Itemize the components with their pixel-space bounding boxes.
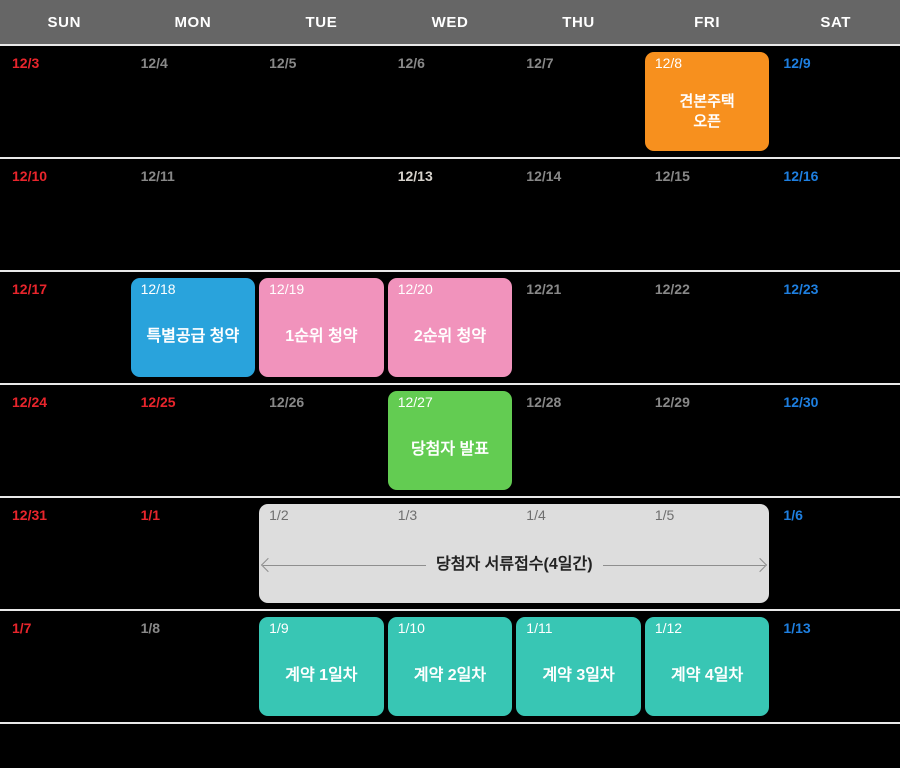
weekday-header-row: SUN MON TUE WED THU FRI SAT <box>0 0 900 44</box>
calendar-event[interactable]: 계약 4일차 <box>644 617 770 716</box>
weekday-header-thu: THU <box>562 13 595 31</box>
event-label: 계약 1일차 <box>285 667 358 685</box>
arrow-right-icon <box>602 564 766 566</box>
event-label-line1: 견본주택 <box>679 93 735 110</box>
event-layer: 계약 1일차 계약 2일차 계약 3일차 계약 4일차 <box>0 611 900 722</box>
calendar-event[interactable]: 당첨자 서류접수(4일간) <box>259 504 770 603</box>
calendar-event[interactable]: 당첨자 발표 <box>387 391 513 490</box>
event-layer: 특별공급 청약 1순위 청약 2순위 청약 <box>0 272 900 383</box>
event-label: 당첨자 서류접수(4일간) <box>436 556 593 574</box>
calendar-event[interactable]: 계약 1일차 <box>259 617 384 716</box>
event-layer: 당첨자 발표 <box>0 385 900 496</box>
weekday-header-sat: SAT <box>820 13 852 31</box>
calendar-footer-area <box>0 730 900 768</box>
calendar-event[interactable]: 1순위 청약 <box>259 278 384 377</box>
calendar-event[interactable]: 계약 3일차 <box>516 617 641 716</box>
event-label: 당첨자 발표 <box>410 441 489 459</box>
event-label: 2순위 청약 <box>413 328 487 346</box>
calendar-event[interactable]: 계약 2일차 <box>387 617 513 716</box>
event-label: 1순위 청약 <box>285 328 358 346</box>
weekday-header-fri: FRI <box>694 13 721 31</box>
calendar-event[interactable]: 특별공급 청약 <box>130 278 256 377</box>
calendar-event[interactable]: 2순위 청약 <box>387 278 513 377</box>
event-span-inner: 당첨자 서류접수(4일간) <box>263 555 766 576</box>
weekday-header-wed: WED <box>431 13 469 31</box>
weekday-header-tue: TUE <box>305 13 338 31</box>
event-label: 계약 2일차 <box>413 667 487 685</box>
event-label: 특별공급 청약 <box>146 328 240 346</box>
weekday-header-mon: MON <box>174 13 212 31</box>
event-label: 계약 3일차 <box>542 667 615 685</box>
arrow-left-icon <box>263 564 427 566</box>
header-divider <box>0 44 900 46</box>
weekday-header-sun: SUN <box>47 13 82 31</box>
event-layer <box>0 159 900 270</box>
event-label-line2: 오픈 <box>693 112 721 130</box>
event-label: 계약 4일차 <box>671 667 744 685</box>
event-layer: 당첨자 서류접수(4일간) <box>0 498 900 609</box>
